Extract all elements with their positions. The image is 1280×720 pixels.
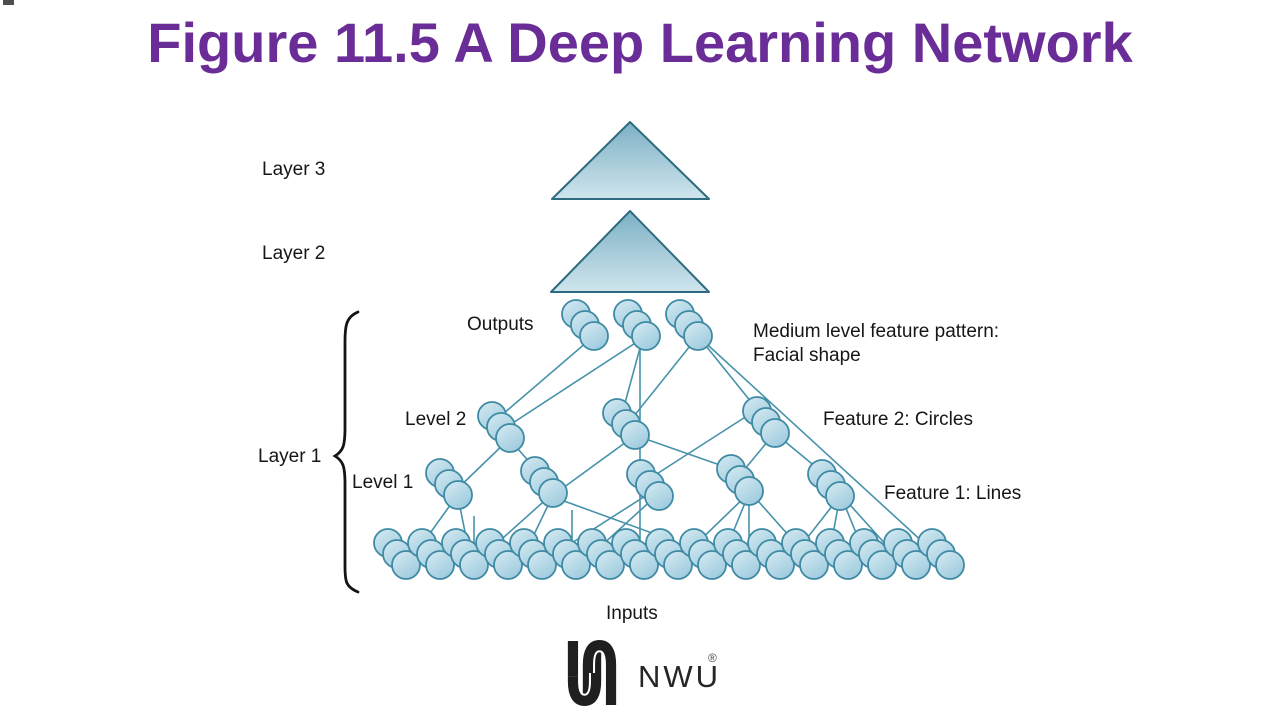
label-medium-feature-line2: Facial shape — [753, 345, 861, 366]
layer1-brace-icon — [332, 310, 360, 594]
label-level1: Level 1 — [352, 472, 414, 493]
nwu-logo: NWU ® — [556, 639, 786, 709]
nwu-logo-text: NWU — [638, 659, 722, 694]
registered-mark: ® — [708, 651, 717, 665]
connection-lines — [417, 335, 927, 551]
label-layer1: Layer 1 — [258, 446, 322, 467]
label-medium-feature-line1: Medium level feature pattern: — [753, 321, 1000, 342]
label-feature2: Feature 2: Circles — [823, 409, 973, 430]
node-clusters — [373, 299, 965, 580]
page-title: Figure 11.5 A Deep Learning Network — [147, 11, 1133, 74]
label-layer2: Layer 2 — [262, 243, 326, 264]
label-outputs: Outputs — [467, 314, 534, 335]
frame-artifact — [3, 0, 14, 5]
label-level2: Level 2 — [405, 409, 467, 430]
label-feature1: Feature 1: Lines — [884, 483, 1022, 504]
nwu-logo-icon — [565, 639, 619, 707]
label-layer3: Layer 3 — [262, 159, 326, 180]
label-inputs: Inputs — [606, 603, 658, 624]
layer-triangles — [550, 121, 710, 293]
